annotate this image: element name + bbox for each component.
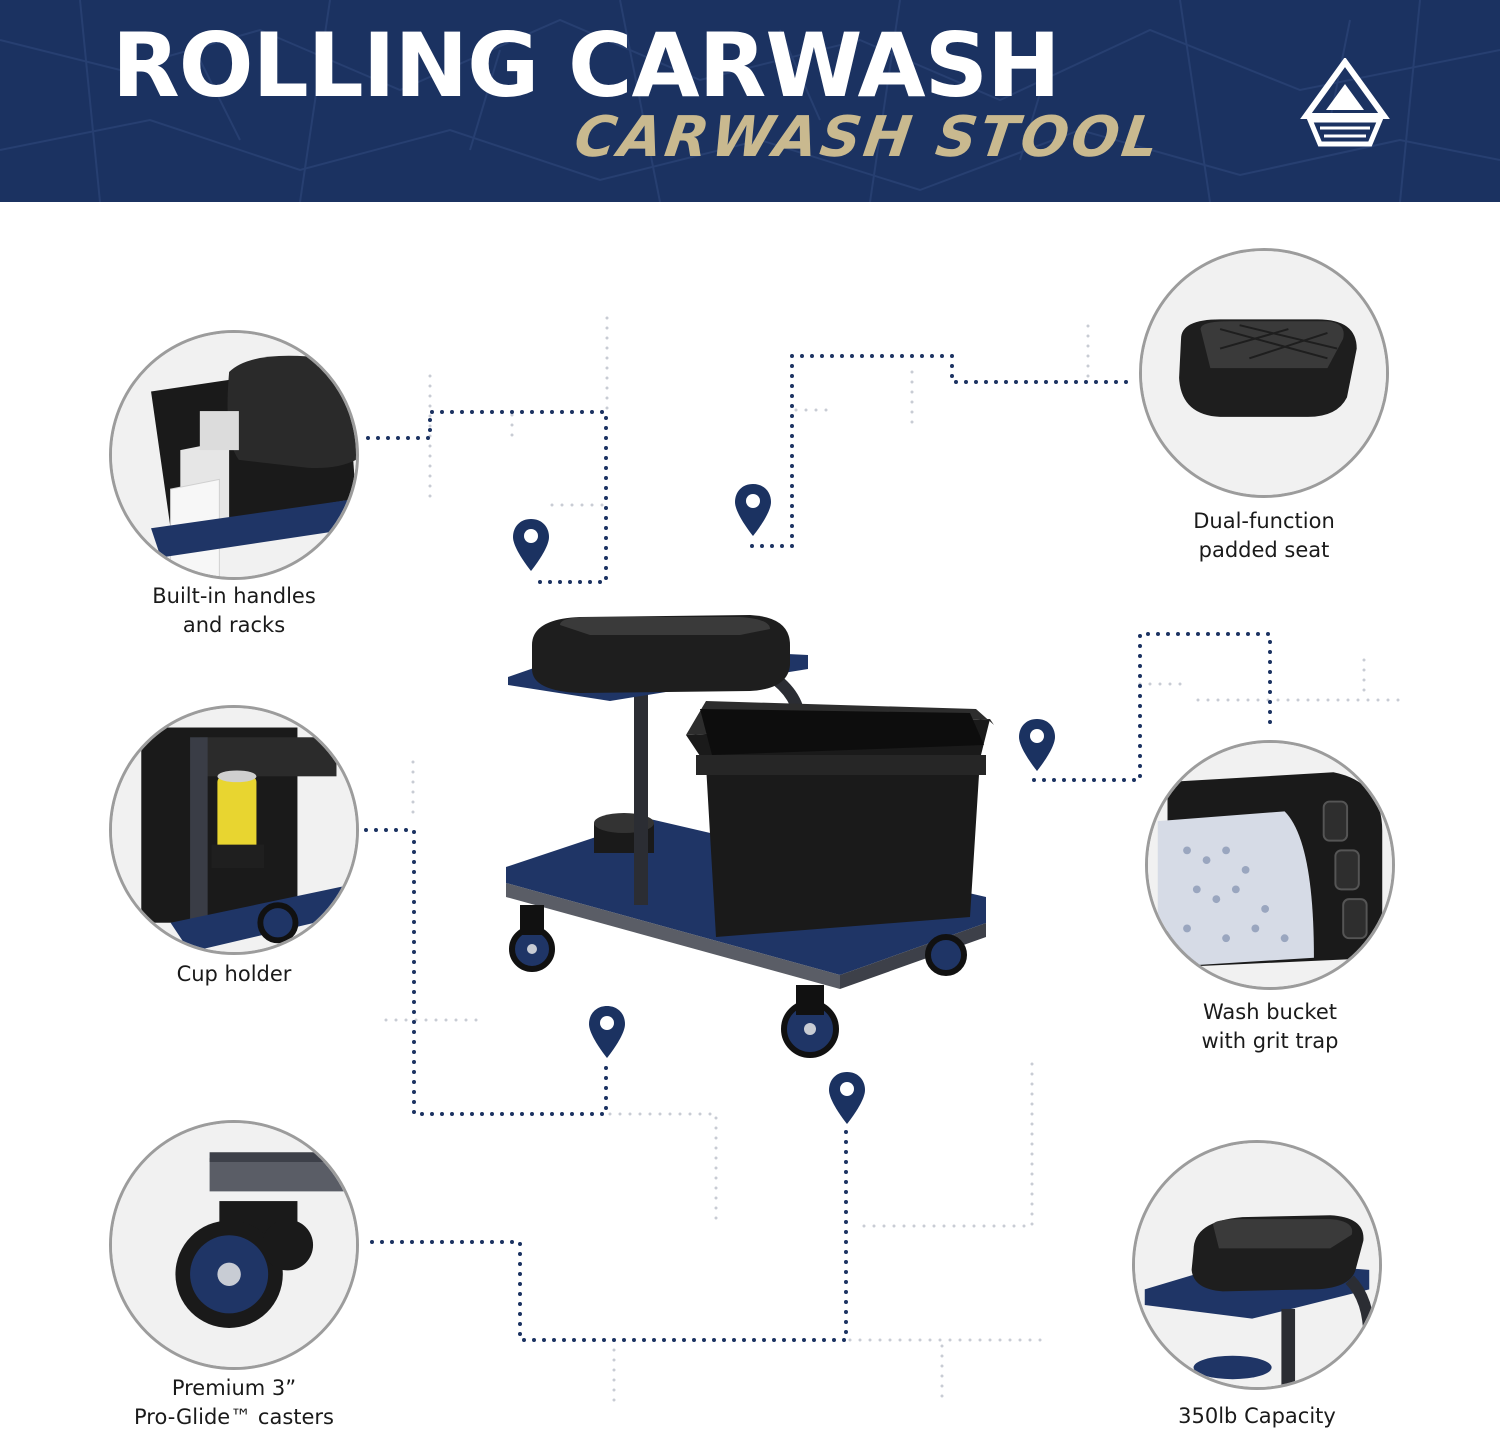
feature-image-wash-bucket [1145, 740, 1395, 990]
caption-line: Dual-function [1193, 509, 1335, 533]
caption-capacity: 350lb Capacity [1132, 1402, 1382, 1431]
caption-line: 350lb Capacity [1178, 1404, 1336, 1428]
caption-line: padded seat [1198, 538, 1330, 562]
feature-image-capacity [1132, 1140, 1382, 1390]
carwash-stool-product-image [506, 615, 994, 1058]
feature-image-padded-seat [1139, 248, 1389, 498]
feature-image-handles-racks [109, 330, 359, 580]
header-banner: ROLLING CARWASH CARWASH STOOL [0, 0, 1500, 202]
caption-line: Built-in handles [152, 584, 316, 608]
location-pin-icon [1019, 719, 1055, 771]
caption-line: Premium 3” [171, 1376, 297, 1400]
feature-image-cup-holder [109, 705, 359, 955]
caption-padded-seat: Dual-function padded seat [1139, 507, 1389, 565]
caption-line: and racks [182, 613, 286, 637]
location-pin-icon [735, 484, 771, 536]
caption-casters: Premium 3” Pro-Glide™ casters [109, 1374, 359, 1432]
caption-handles-racks: Built-in handles and racks [109, 582, 359, 640]
caption-line: Pro-Glide™ casters [133, 1405, 334, 1429]
location-pin-icon [829, 1072, 865, 1124]
caption-line: with grit trap [1201, 1029, 1339, 1053]
location-pin-icon [589, 1006, 625, 1058]
feature-image-casters [109, 1120, 359, 1370]
page-title: ROLLING CARWASH [112, 14, 1061, 117]
caption-cup-holder: Cup holder [109, 960, 359, 989]
caption-wash-bucket: Wash bucket with grit trap [1145, 998, 1395, 1056]
location-pin-icon [513, 519, 549, 571]
caption-line: Wash bucket [1203, 1000, 1337, 1024]
map-pattern-background [0, 0, 1500, 202]
caption-line: Cup holder [176, 962, 292, 986]
brand-logo-icon [1300, 58, 1390, 147]
